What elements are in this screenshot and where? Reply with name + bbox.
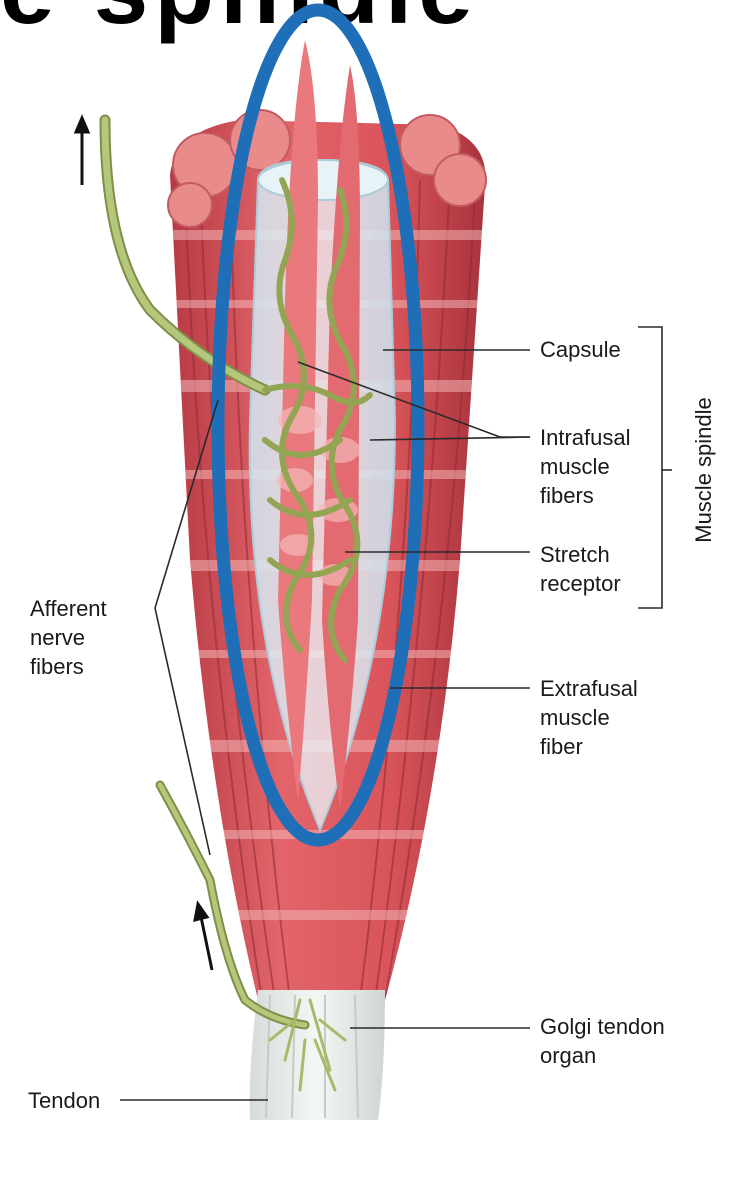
label-intrafusal: Intrafusal muscle fibers bbox=[540, 423, 631, 510]
label-muscle-spindle: Muscle spindle bbox=[691, 397, 716, 543]
label-extrafusal-line1: Extrafusal bbox=[540, 676, 638, 701]
label-stretch-line2: receptor bbox=[540, 571, 621, 596]
label-golgi: Golgi tendon organ bbox=[540, 1012, 665, 1070]
label-afferent-line1: Afferent bbox=[30, 596, 107, 621]
label-afferent-line3: fibers bbox=[30, 654, 84, 679]
arrow-up-icon bbox=[193, 900, 214, 971]
highlight-ellipse bbox=[211, 3, 425, 847]
label-intrafusal-line1: Intrafusal bbox=[540, 425, 631, 450]
label-intrafusal-line3: fibers bbox=[540, 483, 594, 508]
label-afferent: Afferent nerve fibers bbox=[30, 594, 107, 681]
label-extrafusal: Extrafusal muscle fiber bbox=[540, 674, 638, 761]
label-capsule-text: Capsule bbox=[540, 337, 621, 362]
label-stretch: Stretch receptor bbox=[540, 540, 621, 598]
label-afferent-line2: nerve bbox=[30, 625, 86, 650]
label-stretch-line1: Stretch bbox=[540, 542, 610, 567]
label-tendon-text: Tendon bbox=[28, 1088, 101, 1113]
label-tendon: Tendon bbox=[28, 1086, 100, 1115]
label-golgi-line2: organ bbox=[540, 1043, 597, 1068]
label-extrafusal-line3: fiber bbox=[540, 734, 583, 759]
label-capsule: Capsule bbox=[540, 335, 621, 364]
label-golgi-line1: Golgi tendon bbox=[540, 1014, 665, 1039]
label-intrafusal-line2: muscle bbox=[540, 454, 610, 479]
arrow-up-icon bbox=[73, 114, 91, 185]
label-extrafusal-line2: muscle bbox=[540, 705, 610, 730]
title-fragment: e spindle bbox=[0, 0, 479, 38]
tendon-shape bbox=[249, 990, 385, 1120]
leader-lines bbox=[120, 326, 672, 1101]
